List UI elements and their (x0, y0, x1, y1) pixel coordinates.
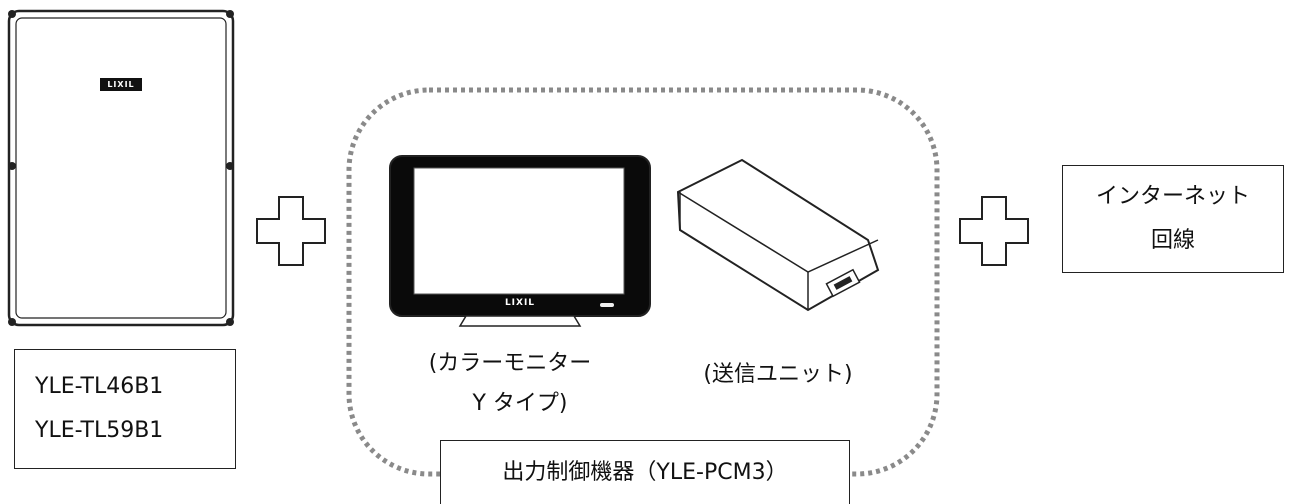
cabinet-logo: LIXIL (107, 80, 135, 89)
plus-icon (959, 196, 1029, 266)
plus-icon (256, 196, 326, 266)
monitor-caption-line1: (カラーモニター (428, 351, 592, 376)
model-number-2: YLE-TL59B1 (35, 418, 164, 443)
monitor-logo: LIXIL (504, 298, 536, 308)
model-number-box: YLE-TL46B1 YLE-TL59B1 (14, 349, 236, 469)
internet-line-label-1: インターネット (1095, 184, 1250, 209)
controller-group-boundary (346, 87, 940, 477)
equipment-cabinet: LIXIL (6, 8, 236, 328)
transmitter-unit (676, 158, 880, 312)
cabinet-drawing (7, 9, 235, 327)
model-number-1: YLE-TL46B1 (35, 374, 164, 399)
internet-line-box: インターネット 回線 (1062, 165, 1284, 273)
monitor-drawing (389, 155, 651, 327)
controller-group-label: 出力制御機器（YLE-PCM3） (502, 459, 788, 485)
monitor-caption: (カラーモニター Y タイプ) (410, 344, 610, 424)
color-monitor: LIXIL (388, 154, 652, 332)
transmitter-caption: (送信ユニット) (703, 362, 853, 387)
monitor-caption-line2: Y タイプ) (472, 391, 568, 416)
controller-group-label-box: 出力制御機器（YLE-PCM3） (440, 440, 850, 504)
internet-line-label-2: 回線 (1150, 228, 1195, 253)
